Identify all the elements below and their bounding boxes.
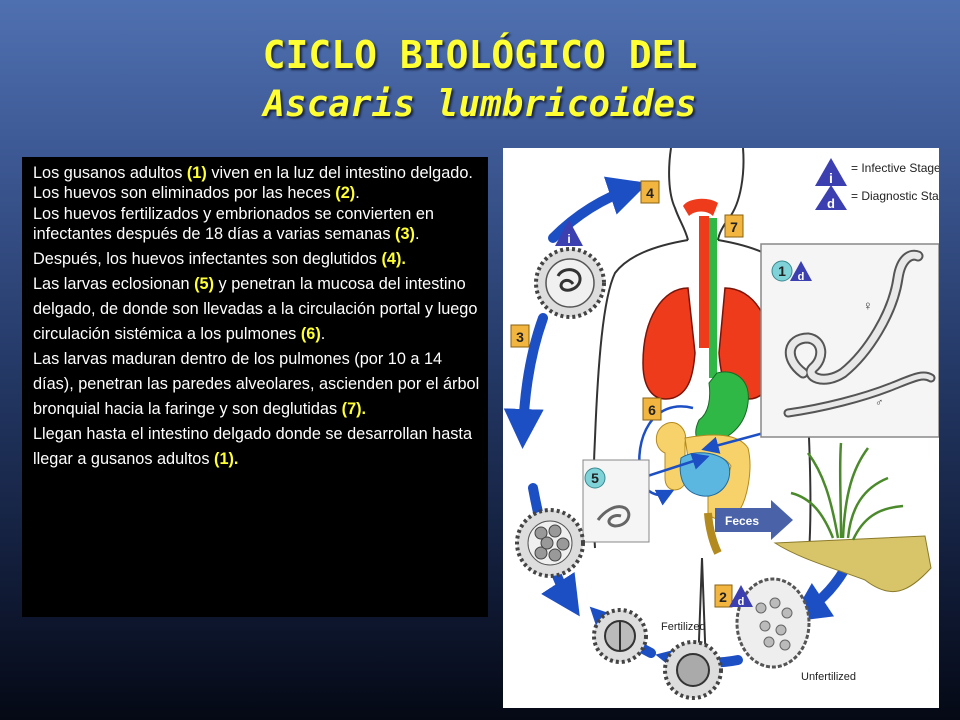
svg-text:7: 7: [730, 219, 738, 235]
lungs: [642, 287, 774, 400]
soil-grass-panel: [773, 442, 932, 593]
diagnostic-stage-label: = Diagnostic Stage: [851, 189, 939, 203]
svg-text:4: 4: [646, 185, 654, 201]
step-badge-6: 6: [642, 397, 662, 421]
male-symbol: ♂: [875, 397, 883, 409]
intestines: [655, 421, 751, 555]
paragraph-7: Llegan hasta el intestino delgado donde …: [33, 425, 473, 469]
title-line-1: CICLO BIOLÓGICO DEL: [262, 33, 698, 77]
svg-text:3: 3: [516, 329, 524, 345]
step-badge-4: 4: [640, 180, 660, 204]
svg-text:6: 6: [648, 402, 656, 418]
unfertilized-label: Unfertilized: [801, 671, 856, 683]
female-symbol: ♀: [863, 298, 873, 313]
feces-label: Feces: [725, 514, 759, 528]
unfertilized-egg: [735, 577, 811, 669]
paragraph-6: Las larvas maduran dentro de los pulmone…: [33, 350, 480, 419]
feces-arrow: Feces: [715, 500, 793, 540]
eggs: [515, 247, 811, 700]
infective-stage-icon: i: [815, 158, 847, 186]
svg-text:d: d: [827, 196, 835, 211]
step-badge-5: 5: [584, 467, 606, 489]
svg-text:i: i: [567, 232, 570, 246]
infective-stage-label: = Infective Stage: [851, 161, 939, 175]
life-cycle-diagram: i = Infective Stage d = Diagnostic Stage: [503, 148, 939, 708]
infective-egg: [534, 247, 606, 319]
infective-badge-egg: i: [555, 220, 583, 246]
paragraph-4: Después, los huevos infectantes son degl…: [33, 250, 406, 269]
legend: i = Infective Stage d = Diagnostic Stage: [815, 158, 939, 211]
step-badge-3: 3: [510, 324, 530, 348]
svg-text:2: 2: [719, 589, 727, 605]
svg-text:d: d: [738, 596, 745, 608]
embryonated-egg: [515, 508, 585, 578]
paragraph-2: Los huevos son eliminados por las heces …: [33, 184, 360, 203]
description-box: Los gusanos adultos (1) viven en la luz …: [22, 157, 488, 617]
svg-text:i: i: [829, 170, 833, 186]
paragraph-3: Los huevos fertilizados y embrionados se…: [33, 204, 434, 243]
step-badge-7: 7: [724, 214, 744, 238]
fertilized-egg-2: [663, 640, 723, 700]
paragraph-1: Los gusanos adultos (1) viven en la luz …: [33, 164, 473, 182]
paragraph-5: Las larvas eclosionan (5) y penetran la …: [33, 275, 478, 344]
diagnostic-stage-icon: d: [815, 185, 847, 211]
svg-text:d: d: [798, 271, 805, 283]
airway: [683, 198, 749, 444]
fertilized-egg-1: [592, 608, 648, 664]
svg-text:5: 5: [591, 470, 599, 486]
svg-text:1: 1: [778, 263, 786, 279]
title-line-2: Ascaris lumbricoides: [263, 84, 697, 125]
slide-title: CICLO BIOLÓGICO DEL Ascaris lumbricoides: [0, 30, 960, 130]
fertilized-label: Fertilized: [661, 621, 706, 633]
